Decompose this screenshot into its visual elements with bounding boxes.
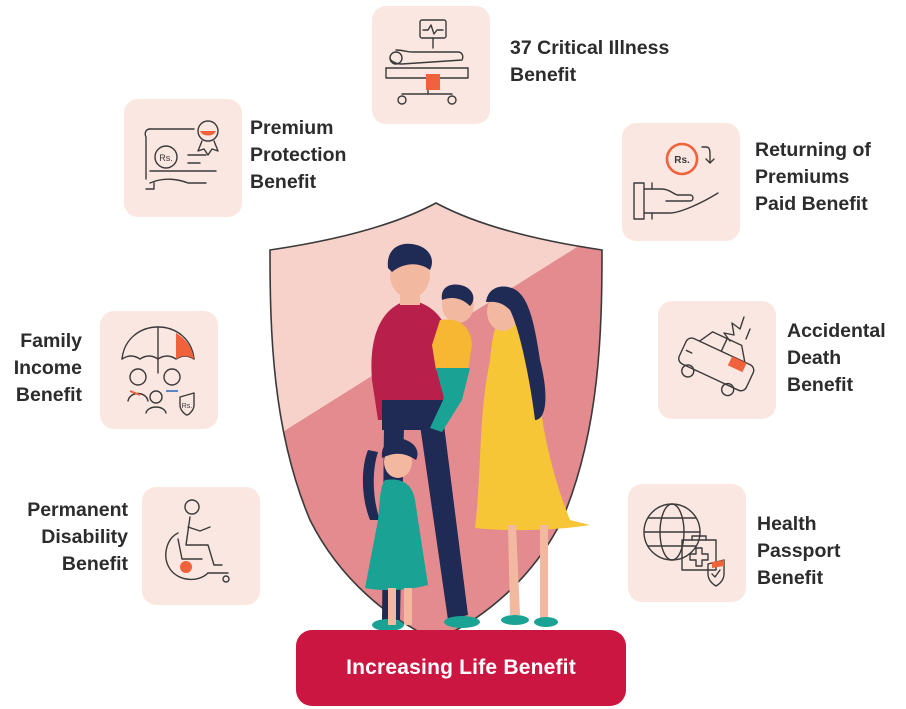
increasing-life-benefit-button[interactable]: Increasing Life Benefit	[296, 630, 626, 706]
tile-health-passport	[628, 484, 746, 602]
tile-critical-illness	[372, 6, 490, 124]
label-premium-protection: Premium Protection Benefit	[250, 117, 347, 193]
svg-text:Rs.: Rs.	[159, 153, 173, 163]
label-permanent-disability: Permanent Disability Benefit	[27, 499, 128, 575]
cta-label: Increasing Life Benefit	[346, 656, 576, 679]
tile-premium-protection: Rs.	[124, 99, 242, 217]
label-family-income: Family Income Benefit	[13, 330, 82, 406]
label-accidental-death: Accidental Death Benefit	[787, 320, 886, 396]
tile-accidental-death	[658, 301, 776, 419]
family-figure	[362, 243, 590, 631]
hospital-bed-icon	[385, 19, 469, 105]
car-crash-icon	[678, 316, 755, 397]
tile-family-income: Rs.	[100, 311, 218, 429]
svg-text:Rs.: Rs.	[674, 155, 690, 166]
globe-health-icon	[643, 503, 725, 587]
label-health-passport: Health Passport Benefit	[757, 513, 841, 589]
svg-text:Rs.: Rs.	[182, 403, 193, 410]
label-returning-premiums: Returning of Premiums Paid Benefit	[755, 139, 871, 215]
tile-permanent-disability	[142, 487, 260, 605]
family-umbrella-icon: Rs.	[121, 326, 195, 416]
returning-premium-icon: Rs.	[633, 142, 719, 220]
tile-returning-premiums: Rs.	[622, 123, 740, 241]
premium-protection-icon: Rs.	[144, 120, 219, 190]
wheelchair-icon	[165, 499, 230, 583]
label-critical-illness: 37 Critical Illness Benefit	[510, 37, 670, 86]
